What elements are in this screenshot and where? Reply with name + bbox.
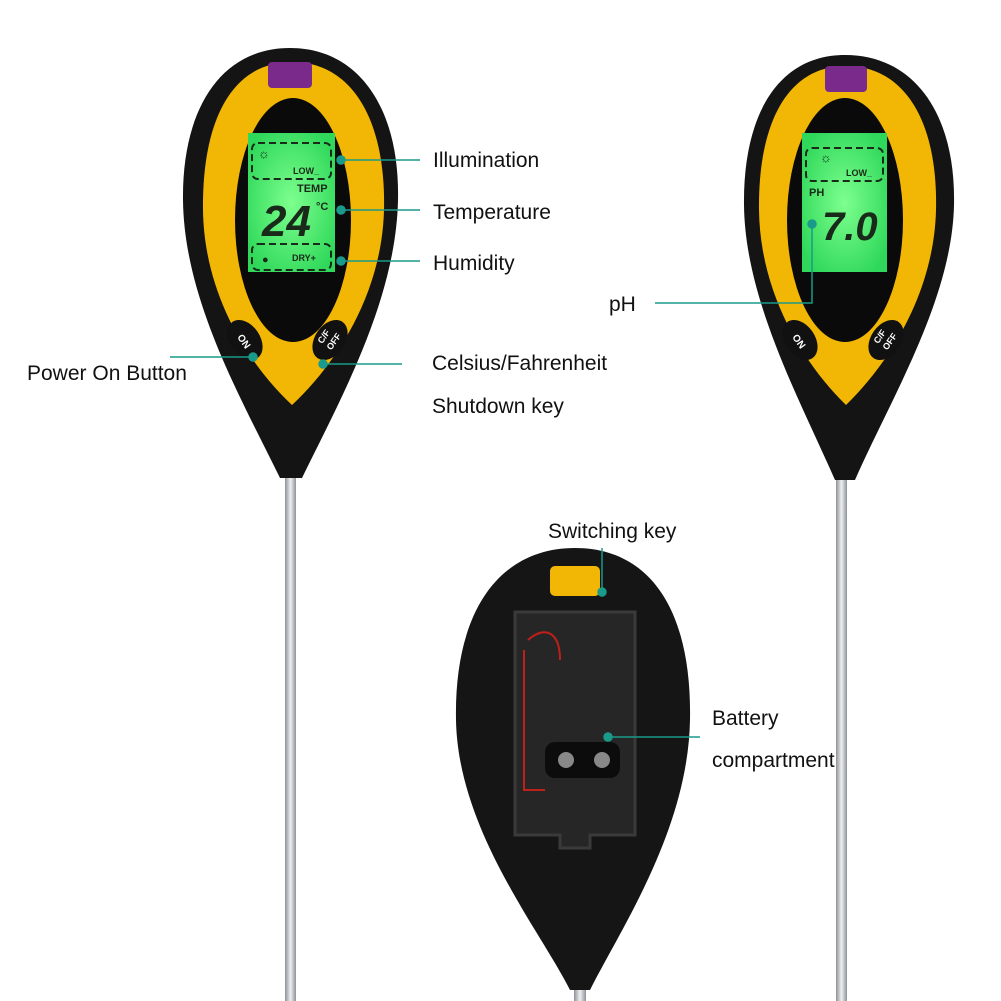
right-light-text: LOW_: [846, 168, 873, 178]
right-ph-value: 7.0: [822, 205, 878, 249]
right-cf-off-button[interactable]: C/F OFF: [861, 313, 911, 366]
left-light-box: [251, 142, 332, 180]
left-light-text: LOW_: [293, 166, 320, 176]
switching-key[interactable]: [550, 566, 600, 596]
left-light-sensor: [268, 62, 312, 88]
back-meter: [455, 548, 691, 1001]
label-illumination: Illumination: [433, 149, 540, 172]
battery-wire: [523, 631, 561, 791]
right-meter: ☼ LOW_ PH 7.0 ON C/F OFF: [743, 55, 955, 1001]
left-temp-unit: °C: [316, 201, 328, 213]
battery-terminal: [558, 752, 574, 768]
label-celsius-fahrenheit: Celsius/Fahrenheit: [432, 352, 608, 375]
left-temp-value: 24: [261, 197, 311, 246]
label-temperature: Temperature: [433, 201, 551, 224]
label-compartment: compartment: [712, 749, 835, 772]
right-ph-label: PH: [809, 187, 824, 199]
right-light-sensor: [825, 66, 867, 92]
label-humidity: Humidity: [433, 252, 515, 275]
right-lcd: [802, 133, 887, 272]
left-on-button[interactable]: ON: [220, 313, 270, 366]
label-switching-key: Switching key: [548, 520, 677, 543]
drop-icon: ●: [262, 254, 269, 266]
battery-terminal: [594, 752, 610, 768]
left-probe-rod: [285, 470, 296, 1001]
label-shutdown-key: Shutdown key: [432, 395, 564, 418]
left-humidity-box: [251, 243, 332, 271]
battery-clip: [545, 742, 620, 778]
label-power-on-button: Power On Button: [27, 362, 187, 385]
label-ph: pH: [609, 293, 636, 316]
battery-compartment: [513, 610, 637, 850]
left-humidity-text: DRY+: [292, 253, 316, 263]
left-lcd: [248, 133, 335, 272]
left-cf-off-button[interactable]: C/F OFF: [305, 313, 355, 366]
label-battery: Battery: [712, 707, 779, 730]
right-on-button[interactable]: ON: [775, 313, 825, 366]
left-meter: ☼ LOW_ TEMP 24 °C ● DRY+ ON C/F OFF: [182, 48, 399, 1001]
left-temp-label: TEMP: [297, 183, 328, 195]
sun-icon: ☼: [258, 146, 270, 161]
sun-icon: ☼: [820, 150, 832, 165]
right-probe-rod: [836, 470, 847, 1001]
leader-lines: [170, 155, 817, 742]
right-light-box: [805, 147, 884, 182]
